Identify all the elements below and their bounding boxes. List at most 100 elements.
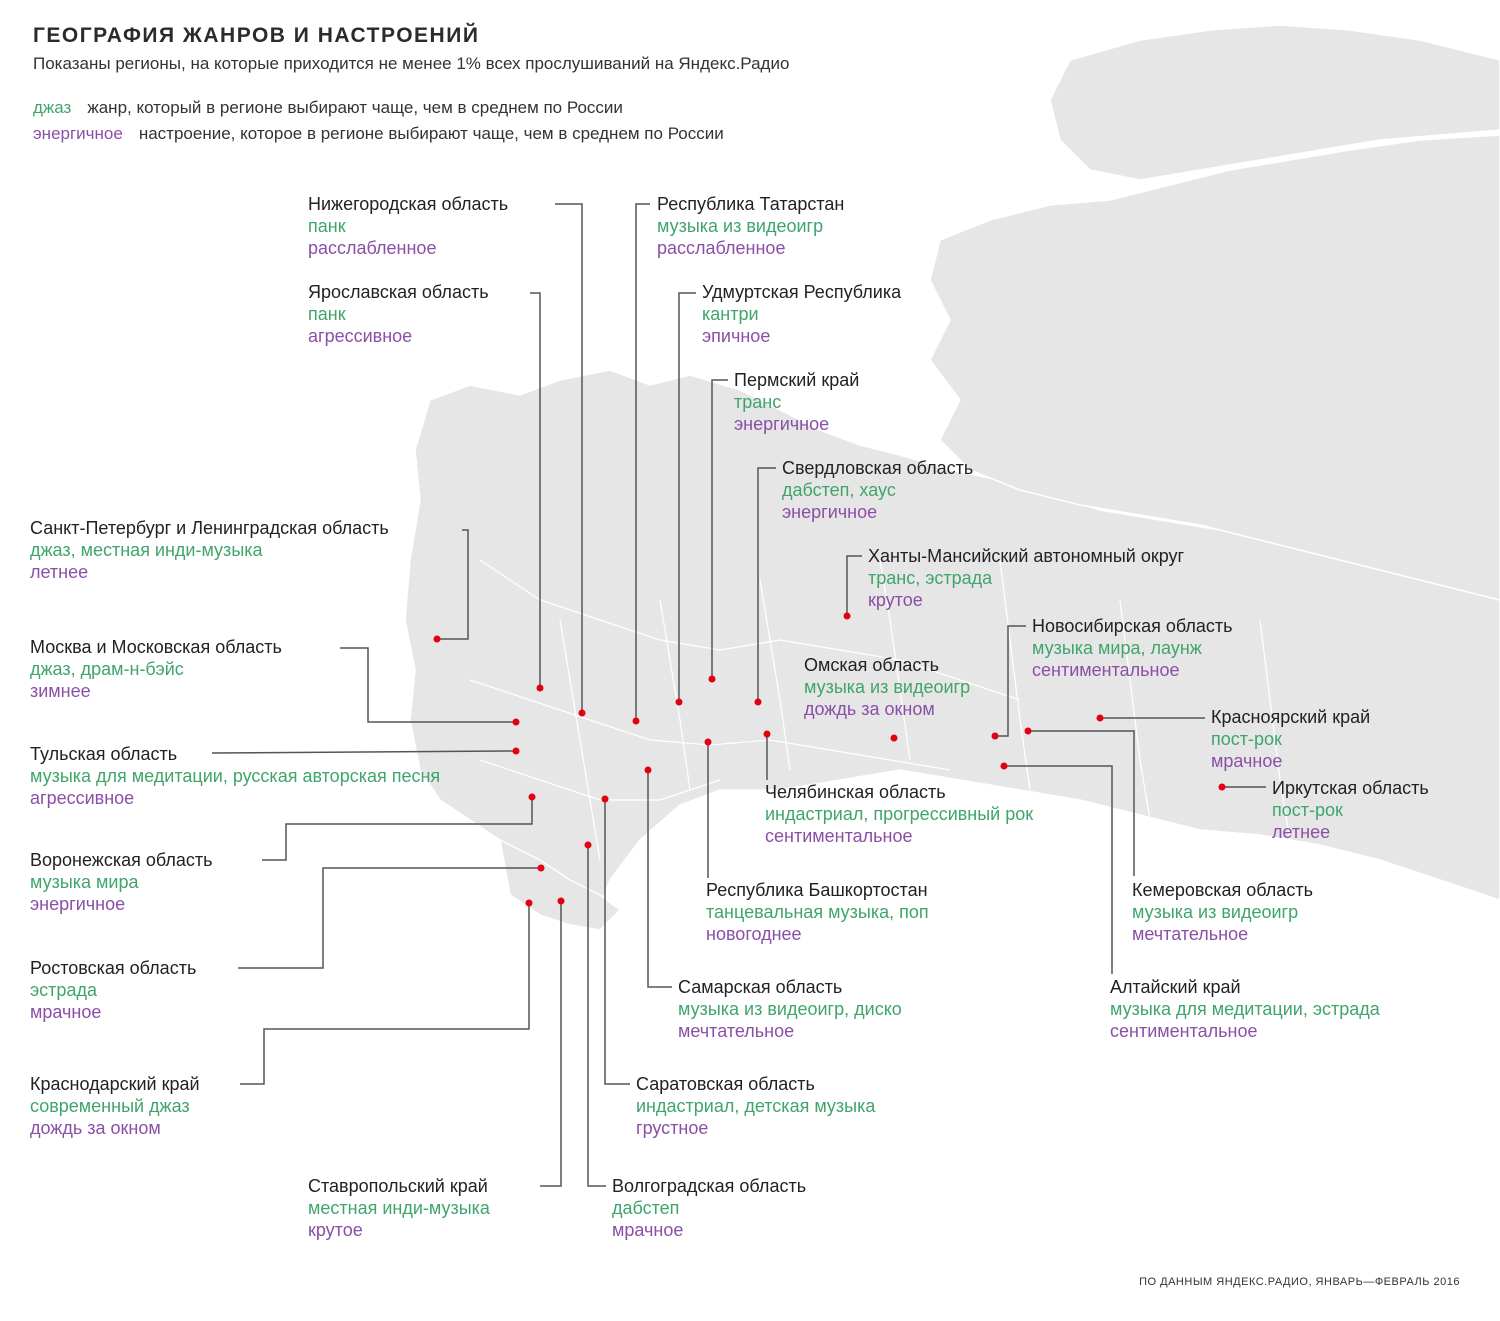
region-genre: джаз, местная инди-музыка [30, 540, 263, 560]
leader-line [604, 799, 630, 1085]
region-marker[interactable] [512, 718, 520, 726]
region-name: Красноярский край [1211, 707, 1371, 727]
region-marker[interactable] [512, 747, 520, 755]
region-genre: музыка мира [30, 872, 139, 892]
region-marker[interactable] [632, 717, 640, 725]
region-mood: энергичное [734, 414, 830, 434]
leader-line [555, 203, 583, 713]
region-mood: дождь за окном [30, 1118, 161, 1138]
region-marker[interactable] [601, 795, 609, 803]
region-mood: эпичное [702, 326, 771, 346]
landmass-arctic-isle [1049, 24, 1500, 181]
region-genre: пост-рок [1272, 800, 1343, 820]
region-borders [469, 559, 1291, 861]
landmass-south-caucasus [498, 838, 622, 931]
region-name: Кемеровская область [1132, 880, 1313, 900]
region-genre: джаз, драм-н-бэйс [30, 659, 184, 679]
region-marker[interactable] [1218, 783, 1226, 791]
region-marker[interactable] [890, 734, 898, 742]
region-name: Москва и Московская область [30, 637, 282, 657]
region-mood: крутое [868, 590, 923, 610]
border-10 [479, 759, 721, 801]
source-note: ПО ДАННЫМ ЯНДЕКС.РАДИО, ЯНВАРЬ—ФЕВРАЛЬ 2… [1139, 1276, 1460, 1288]
region-marker[interactable] [754, 698, 762, 706]
region-genre: танцевальная музыка, поп [706, 902, 929, 922]
region-mood: дождь за окном [804, 699, 935, 719]
border-3 [559, 619, 601, 861]
region-genre: музыка для медитации, русская авторская … [30, 766, 441, 786]
region-marker[interactable] [557, 897, 565, 905]
region-marker[interactable] [675, 698, 683, 706]
landmass-north [929, 134, 1500, 601]
border-9 [1259, 619, 1291, 841]
region-mood: мрачное [612, 1220, 684, 1240]
region-name: Пермский край [734, 370, 860, 390]
region-mood: расслабленное [308, 238, 437, 258]
region-name: Самарская область [678, 977, 843, 997]
region-genre: кантри [702, 304, 759, 324]
region-genre: индастриал, прогрессивный рок [765, 804, 1034, 824]
region-genre: эстрада [30, 980, 97, 1000]
legend-genre-key: джаз [33, 98, 72, 117]
region-genre: музыка из видеоигр, диско [678, 999, 902, 1019]
page-subtitle: Показаны регионы, на которые приходится … [33, 54, 790, 73]
leader-line [1004, 765, 1113, 974]
region-name: Саратовская область [636, 1074, 815, 1094]
region-marker[interactable] [536, 684, 544, 692]
region-marker[interactable] [584, 841, 592, 849]
region-genre: панк [308, 216, 346, 236]
region-mood: летнее [30, 562, 89, 582]
region-mood: грустное [636, 1118, 709, 1138]
region-genre: музыка из видеоигр [804, 677, 971, 697]
leader-line [540, 901, 562, 1187]
region-mood: летнее [1272, 822, 1331, 842]
page-title: ГЕОГРАФИЯ ЖАНРОВ И НАСТРОЕНИЙ [33, 24, 480, 47]
region-mood: мечтательное [1132, 924, 1249, 944]
region-genre: дабстеп [612, 1198, 680, 1218]
region-marker[interactable] [991, 732, 999, 740]
region-marker[interactable] [537, 864, 545, 872]
region-name: Республика Башкортостан [706, 880, 928, 900]
region-mood: крутое [308, 1220, 363, 1240]
region-marker[interactable] [1024, 727, 1032, 735]
region-name: Удмуртская Республика [702, 282, 902, 302]
leader-line [757, 467, 776, 702]
region-marker[interactable] [763, 730, 771, 738]
region-marker[interactable] [708, 675, 716, 683]
region-name: Воронежская область [30, 850, 213, 870]
border-4 [659, 599, 691, 791]
region-marker[interactable] [1000, 762, 1008, 770]
leader-line [437, 529, 469, 640]
leader-line [340, 647, 516, 723]
region-marker[interactable] [525, 899, 533, 907]
region-name: Нижегородская область [308, 194, 509, 214]
border-6 [879, 559, 911, 761]
region-marker[interactable] [433, 635, 441, 643]
region-marker[interactable] [528, 793, 536, 801]
region-marker[interactable] [644, 766, 652, 774]
region-genre: музыка из видеоигр [657, 216, 824, 236]
region-genre: пост-рок [1211, 729, 1282, 749]
region-marker[interactable] [704, 738, 712, 746]
region-name: Свердловская область [782, 458, 974, 478]
region-marker[interactable] [578, 709, 586, 717]
region-name: Республика Татарстан [657, 194, 845, 214]
region-marker[interactable] [843, 612, 851, 620]
region-mood: новогоднее [706, 924, 802, 944]
region-marker[interactable] [1096, 714, 1104, 722]
region-name: Омская область [804, 655, 940, 675]
